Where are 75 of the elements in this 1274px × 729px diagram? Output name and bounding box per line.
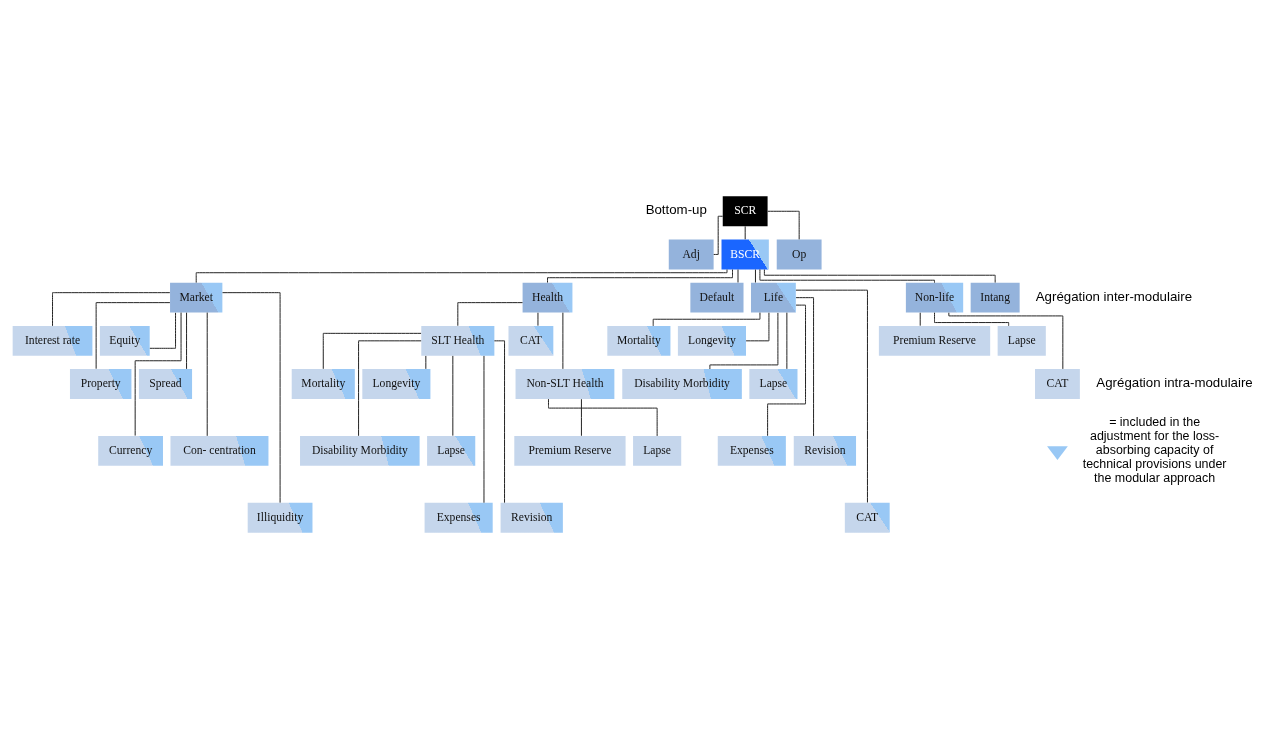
node-box: Lapse [633,435,682,466]
node-box: Lapse [997,325,1046,356]
connector [425,355,427,370]
node-box: Expenses [717,435,786,466]
node-box: Property [69,369,132,399]
node-box: Op [776,239,822,270]
label: Agrégation intra-modulaire [1096,375,1253,391]
node-box: Default [690,282,744,313]
connector [763,269,996,284]
node-box: Mortality [607,325,671,356]
node-box: Mortality [291,369,355,399]
node-box: Longevity [677,325,746,356]
connector [934,312,1010,327]
node-box: Illiquidity [247,502,313,533]
connector [493,340,506,504]
connector [95,302,171,370]
connector [206,312,208,437]
connector [134,312,182,437]
node-box: SLT Health [421,325,495,356]
connector [759,268,936,284]
node-box: CAT [844,502,890,533]
node-box: CAT [508,325,554,356]
node-box: Health [522,282,573,313]
connector [786,312,788,370]
node-box: SCR [722,196,768,227]
node-box: Revision [793,435,857,466]
connector [767,304,807,437]
connector [744,225,746,240]
connector [562,312,564,370]
node-box: Equity [99,325,150,356]
connector [358,340,422,437]
connector [547,269,733,284]
node-box: Lapse [427,435,476,466]
node-box: Premium Reserve [878,325,991,356]
node-box: Non-SLT Health [515,369,615,399]
connector [709,312,779,370]
connector [767,210,800,240]
connector [195,269,728,284]
connector [52,292,171,327]
node-box: BSCR [721,239,769,270]
connector [745,312,770,342]
node-box: Non-life [905,282,964,313]
connector [948,312,1064,370]
label: Agrégation inter-modulaire [1035,288,1193,304]
node-box: Premium Reserve [514,435,626,466]
connector [652,312,761,327]
connector [548,398,658,437]
connector [713,215,724,255]
connector [452,355,454,437]
connector [457,302,524,327]
legend-label: = included in the adjustment for the loss-absorbing capacity of technical provisions under the modular approach [1082,414,1227,486]
node-box: Currency [98,435,163,466]
connector [322,332,422,370]
node-box: Interest rate [12,325,93,356]
node-box: Intang [970,282,1020,313]
node-box: Life [751,282,796,313]
label: Bottom-up [645,202,707,218]
node-box: Longevity [362,369,431,399]
node-box: Con- centration [170,435,269,466]
node-box: CAT [1035,369,1080,399]
node-box: Disability Morbidity [622,369,742,399]
node-box: Expenses [424,502,493,533]
connector [754,269,756,283]
node-box: Disability Morbidity [300,435,420,466]
connector [149,312,177,349]
node-box: Spread [138,369,193,399]
node-box: Lapse [749,369,798,399]
node-box: Revision [500,502,563,533]
node-box: Market [170,282,223,313]
connector [222,292,281,504]
node-box: Adj [668,239,714,270]
connector [919,312,921,327]
connector [580,398,582,437]
connector [795,297,815,437]
connector [186,312,188,370]
